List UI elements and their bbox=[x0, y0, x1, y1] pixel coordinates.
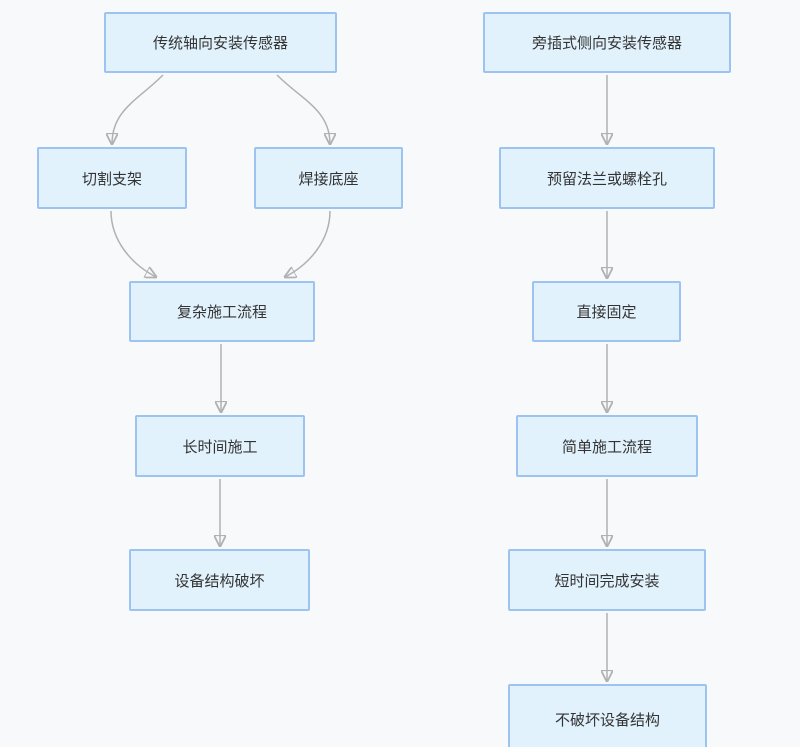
node-structure-damage: 设备结构破坏 bbox=[129, 549, 310, 611]
node-weld-base: 焊接底座 bbox=[254, 147, 403, 209]
edge-cut-to-complex bbox=[110, 210, 156, 277]
node-direct-fix: 直接固定 bbox=[532, 281, 681, 342]
node-complex-process: 复杂施工流程 bbox=[129, 281, 315, 342]
node-cut-bracket: 切割支架 bbox=[37, 147, 187, 209]
node-reserve-flange-holes: 预留法兰或螺栓孔 bbox=[499, 147, 715, 209]
node-simple-process: 简单施工流程 bbox=[516, 415, 698, 477]
edge-traditional-to-cut bbox=[112, 74, 164, 144]
node-side-insert-sensor: 旁插式侧向安装传感器 bbox=[483, 12, 731, 73]
node-long-construction: 长时间施工 bbox=[135, 415, 305, 477]
edge-weld-to-complex bbox=[285, 210, 331, 277]
edge-traditional-to-weld bbox=[276, 74, 330, 144]
node-short-install: 短时间完成安装 bbox=[508, 549, 706, 611]
node-traditional-axial-sensor: 传统轴向安装传感器 bbox=[104, 12, 337, 73]
node-no-structure-damage: 不破坏设备结构 bbox=[508, 684, 707, 747]
